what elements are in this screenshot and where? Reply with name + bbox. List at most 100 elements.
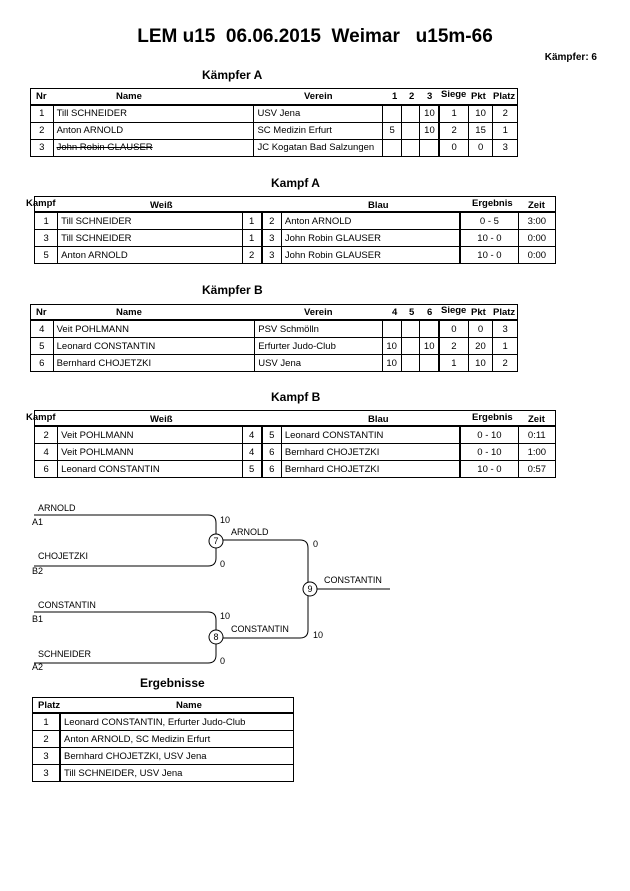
- score-cell: [400, 121, 421, 140]
- ergebnis-cell: 0 - 5: [459, 211, 519, 230]
- match-7-marker: [208, 533, 224, 549]
- blau-nr-cell: 6: [261, 460, 282, 478]
- verein-cell: Erfurter Judo-Club: [254, 337, 383, 355]
- pool-b-heading: Kämpfer B: [202, 283, 263, 297]
- siege-cell: 2: [438, 121, 469, 140]
- siege-cell: 0: [438, 319, 469, 338]
- zeit-cell: 3:00: [517, 211, 557, 230]
- a2-score: 0: [220, 656, 225, 666]
- pkt-cell: 20: [467, 337, 494, 355]
- siege-cell: 1: [438, 104, 469, 123]
- platz-cell: 1: [492, 337, 518, 355]
- weiss-nr-cell: 1: [241, 211, 263, 230]
- table-row: 1 Till SCHNEIDER USV Jena 10 1 10 2: [30, 104, 518, 123]
- table-row: 4 Veit POHLMANN 4 6 Bernhard CHOJETZKI 0…: [33, 443, 557, 461]
- zeit-cell: 1:00: [517, 443, 557, 461]
- blau-nr-cell: 5: [261, 425, 282, 444]
- b1-score: 10: [220, 611, 230, 621]
- a2-name: SCHNEIDER: [38, 649, 92, 659]
- name-cell: Till SCHNEIDER, USV Jena: [59, 764, 294, 782]
- b2-score: 0: [220, 559, 225, 569]
- score-cell: 5: [382, 121, 402, 140]
- kampf-cell: 1: [33, 211, 59, 230]
- score-cell: [382, 138, 402, 157]
- fights-a-heading: Kampf A: [271, 176, 320, 190]
- nr-cell: 3: [30, 138, 54, 157]
- verein-cell: SC Medizin Erfurt: [253, 121, 384, 140]
- score-cell: [382, 104, 402, 123]
- weiss-cell: Till SCHNEIDER: [57, 229, 243, 247]
- name-cell: Anton ARNOLD: [52, 121, 255, 140]
- page-title: LEM u15 06.06.2015 Weimar u15m-66: [137, 26, 493, 47]
- zeit-cell: 0:00: [517, 229, 557, 247]
- blau-cell: Leonard CONSTANTIN: [280, 425, 462, 444]
- weiss-cell: Anton ARNOLD: [57, 246, 243, 264]
- pkt-cell: 15: [467, 121, 494, 140]
- match-7-number: 7: [213, 536, 218, 546]
- a1-seed: A1: [32, 517, 43, 527]
- score-cell: 10: [419, 121, 441, 140]
- siege-cell: 0: [438, 138, 469, 157]
- name-cell: John Robin GLAUSER: [52, 138, 255, 157]
- weiss-nr-cell: 4: [241, 425, 263, 444]
- m7-winner: ARNOLD: [231, 527, 269, 537]
- results-heading: Ergebnisse: [140, 676, 205, 690]
- zeit-cell: 0:11: [517, 425, 557, 444]
- pool-a-table: 1 Till SCHNEIDER USV Jena 10 1 10 2 2 An…: [30, 88, 518, 157]
- platz-cell: 3: [492, 319, 518, 338]
- champion-name: CONSTANTIN: [324, 575, 382, 585]
- ergebnis-cell: 10 - 0: [459, 229, 519, 247]
- pool-b-table: 4 Veit POHLMANN PSV Schmölln 0 0 3 5 Leo…: [30, 304, 518, 372]
- match-8-number: 8: [213, 632, 218, 642]
- score-cell: [419, 354, 441, 372]
- table-row: 6 Leonard CONSTANTIN 5 6 Bernhard CHOJET…: [33, 460, 557, 478]
- b1-seed: B1: [32, 614, 43, 624]
- b2-seed: B2: [32, 566, 43, 576]
- m7-final-score: 0: [313, 539, 318, 549]
- platz-cell: 2: [492, 354, 518, 372]
- pkt-cell: 10: [467, 354, 494, 372]
- table-row: 3 Till SCHNEIDER 1 3 John Robin GLAUSER …: [33, 229, 557, 247]
- m8-final-score: 10: [313, 630, 323, 640]
- siege-cell: 2: [438, 337, 469, 355]
- fights-a-table: 1 Till SCHNEIDER 1 2 Anton ARNOLD 0 - 5 …: [33, 196, 557, 264]
- name-cell: Leonard CONSTANTIN, Erfurter Judo-Club: [59, 712, 294, 731]
- name-cell: Leonard CONSTANTIN: [52, 337, 256, 355]
- verein-cell: JC Kogatan Bad Salzungen: [253, 138, 384, 157]
- pool-a-heading: Kämpfer A: [202, 68, 263, 82]
- score-cell: [400, 354, 421, 372]
- siege-cell: 1: [438, 354, 469, 372]
- nr-cell: 6: [30, 354, 54, 372]
- blau-cell: John Robin GLAUSER: [280, 246, 462, 264]
- verein-cell: USV Jena: [253, 104, 384, 123]
- platz-cell: 3: [32, 747, 61, 765]
- kampf-cell: 4: [33, 443, 59, 461]
- a2-seed: A2: [32, 662, 43, 672]
- table-row: 6 Bernhard CHOJETZKI USV Jena 10 1 10 2: [30, 354, 518, 372]
- nr-cell: 2: [30, 121, 54, 140]
- a1-name: ARNOLD: [38, 503, 76, 513]
- table-row: 5 Leonard CONSTANTIN Erfurter Judo-Club …: [30, 337, 518, 355]
- name-cell: Till SCHNEIDER: [52, 104, 255, 123]
- weiss-cell: Veit POHLMANN: [57, 443, 243, 461]
- score-cell: 10: [419, 337, 441, 355]
- m8-winner: CONSTANTIN: [231, 624, 289, 634]
- blau-nr-cell: 3: [261, 229, 282, 247]
- platz-cell: 2: [32, 730, 61, 748]
- name-cell: Bernhard CHOJETZKI, USV Jena: [59, 747, 294, 765]
- results-table: 1 Leonard CONSTANTIN, Erfurter Judo-Club…: [32, 697, 294, 782]
- ergebnis-cell: 0 - 10: [459, 443, 519, 461]
- table-row: 4 Veit POHLMANN PSV Schmölln 0 0 3: [30, 319, 518, 338]
- fights-b-heading: Kampf B: [271, 390, 321, 404]
- fights-b-table: 2 Veit POHLMANN 4 5 Leonard CONSTANTIN 0…: [33, 410, 557, 478]
- pkt-cell: 0: [467, 319, 494, 338]
- ergebnis-cell: 10 - 0: [459, 460, 519, 478]
- nr-cell: 1: [30, 104, 54, 123]
- score-cell: [381, 319, 402, 338]
- kampf-cell: 2: [33, 425, 59, 444]
- weiss-nr-cell: 1: [241, 229, 263, 247]
- pkt-cell: 10: [467, 104, 494, 123]
- weiss-cell: Veit POHLMANN: [57, 425, 243, 444]
- table-row: 5 Anton ARNOLD 2 3 John Robin GLAUSER 10…: [33, 246, 557, 264]
- score-cell: 10: [419, 104, 441, 123]
